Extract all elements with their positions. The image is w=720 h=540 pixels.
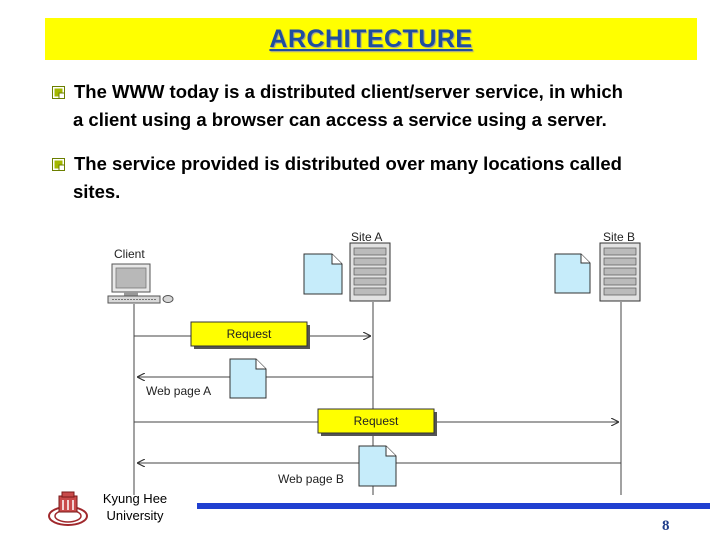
checkbox-bullet-icon [52,86,65,99]
response-1-label: Web page A [146,384,211,398]
university-line-1: Kyung Hee [102,491,168,506]
site-a-label: Site A [351,230,382,244]
request-2-label: Request [354,414,399,428]
bullet-1-line-2: a client using a browser can access a se… [73,109,607,130]
web-page-a-document-icon [229,358,267,399]
bullet-item-2: The service provided is distributed over… [52,150,692,206]
request-1-label: Request [227,327,272,341]
web-page-b-document-icon [358,445,397,487]
checkbox-bullet-icon [52,158,65,171]
bullet-2-line-1: The service provided is distributed over… [74,153,622,174]
title-banner: ARCHITECTURE [45,18,697,60]
request-2-box [317,408,435,434]
site-b-label: Site B [603,230,635,244]
response-2-label: Web page B [278,472,344,486]
request-1-box [190,321,308,347]
university-line-2: University [106,508,164,523]
site-a-document-icon [303,253,343,295]
site-a-server-icon [349,242,391,302]
bullet-2-line-2: sites. [73,181,121,202]
site-b-server-icon [599,242,641,302]
client-computer-icon [107,263,174,304]
slide-title: ARCHITECTURE [269,24,473,53]
page-number: 8 [662,518,670,534]
university-name: Kyung Hee University [94,490,176,524]
site-b-document-icon [554,253,591,294]
client-label: Client [114,247,145,261]
university-emblem-icon [48,491,88,526]
bullet-1-line-1: The WWW today is a distributed client/se… [74,81,623,102]
footer-divider [197,503,710,509]
bullet-item-1: The WWW today is a distributed client/se… [52,78,692,134]
